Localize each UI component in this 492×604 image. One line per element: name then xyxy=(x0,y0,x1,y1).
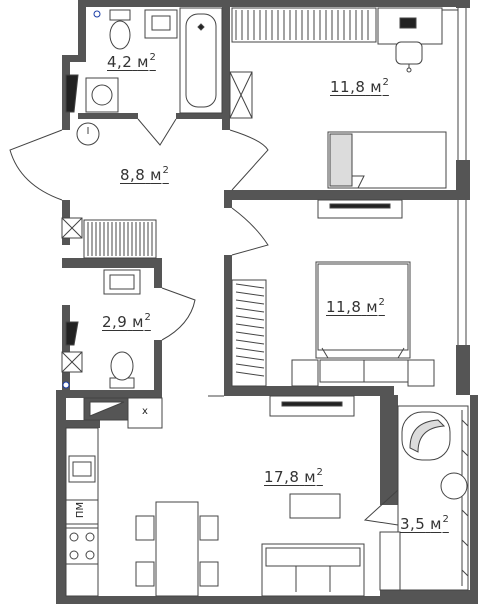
wardrobe-bedroom-mid xyxy=(231,279,267,387)
room-unit-bedroom-middle: м xyxy=(366,298,378,316)
wall-right-top xyxy=(456,0,470,8)
wall-balcony-bottom xyxy=(380,590,478,604)
cooktop xyxy=(65,527,99,565)
wall-wc-right xyxy=(154,258,162,288)
wall-top xyxy=(78,0,470,7)
wall-interior-vert2 xyxy=(224,255,232,395)
room-area-balcony: 3,5 xyxy=(400,515,426,533)
lamp-bedroom-top xyxy=(399,17,417,29)
windows xyxy=(440,8,467,345)
bedroom-top-furniture xyxy=(231,7,447,219)
wall-left-lower xyxy=(56,390,66,604)
wc-fixtures xyxy=(103,269,141,389)
chair-1 xyxy=(135,515,155,541)
dishwasher xyxy=(65,499,99,525)
wall-kitchen-top xyxy=(56,420,100,428)
room-unit-balcony: м xyxy=(430,515,442,533)
room-exp-bedroom-middle: 2 xyxy=(378,297,385,308)
wall-right-balcony xyxy=(470,395,478,604)
room-exp-balcony: 2 xyxy=(442,514,449,525)
wall-bath-bottom-l xyxy=(78,113,138,119)
armchair xyxy=(401,411,451,461)
wall-right-window2 xyxy=(456,345,470,395)
dining-table xyxy=(155,501,199,597)
wall-bedroom-sep xyxy=(224,190,470,200)
door-balcony-swing xyxy=(363,489,399,526)
chair-bedroom-top xyxy=(395,41,423,65)
walls xyxy=(56,0,478,604)
room-exp-hallway: 2 xyxy=(162,165,169,176)
room-area-wc: 2,9 xyxy=(102,313,128,331)
room-label-wc: 2,9 м2 xyxy=(102,313,151,330)
room-area-kitchen-living: 17,8 xyxy=(264,468,300,486)
door-bedroom-top-swing xyxy=(229,129,269,191)
kitchen-box xyxy=(127,397,163,429)
room-label-balcony: 3,5 м2 xyxy=(400,515,449,532)
bedroom-middle-furniture xyxy=(231,261,435,417)
nightstand-right xyxy=(407,359,435,387)
chair-4 xyxy=(199,561,219,587)
room-label-bedroom-middle: 11,8 м2 xyxy=(326,298,385,315)
room-unit-hallway: м xyxy=(150,166,162,184)
room-exp-wc: 2 xyxy=(144,312,151,323)
door-entry-swing xyxy=(9,129,63,201)
balcony-table xyxy=(440,472,468,500)
door-bedroom-mid-swing xyxy=(231,207,269,256)
room-unit-kitchen-living: м xyxy=(304,468,316,486)
wall-wc-bottom xyxy=(62,390,162,398)
coffee-table xyxy=(289,493,341,519)
cabinet-mark-label: x xyxy=(142,406,148,417)
door-bath-swing xyxy=(137,118,177,146)
doors xyxy=(9,118,399,526)
wall-left-bath xyxy=(78,0,86,62)
wall-right-window1 xyxy=(456,160,470,192)
wall-bath-bottom-r xyxy=(176,113,228,119)
wall-bedroom2-bottom xyxy=(224,386,394,396)
dishwasher-label: ПМ xyxy=(75,501,87,519)
wall-left-wc xyxy=(62,305,70,390)
chair-3 xyxy=(199,515,219,541)
tv-stand-top xyxy=(317,199,403,219)
room-area-hallway: 8,8 xyxy=(120,166,146,184)
toilet-bowl-bath xyxy=(109,20,131,50)
room-exp-kitchen-living: 2 xyxy=(316,467,323,478)
room-area-bedroom-middle: 11,8 xyxy=(326,298,362,316)
wall-bottom xyxy=(56,596,396,604)
balcony-furniture xyxy=(379,405,469,591)
room-unit-wc: м xyxy=(132,313,144,331)
room-exp-bedroom-top: 2 xyxy=(382,77,389,88)
wall-bath-step xyxy=(62,55,86,62)
nightstand-left xyxy=(291,359,319,387)
room-label-kitchen-living: 17,8 м2 xyxy=(264,468,323,485)
recesses xyxy=(61,74,83,389)
wall-balcony-left xyxy=(380,395,398,505)
door-wc-swing xyxy=(161,287,196,341)
wardrobe-bedroom-top xyxy=(231,7,377,43)
room-label-hallway: 8,8 м2 xyxy=(120,166,169,183)
wall-bath-right xyxy=(222,0,230,130)
wall-wc-right2 xyxy=(154,340,162,396)
room-label-bathroom: 4,2 м2 xyxy=(107,53,156,70)
kitchen-furniture xyxy=(65,397,365,597)
floor-drain-bath xyxy=(93,10,101,18)
toilet-bowl-wc xyxy=(110,351,134,381)
balcony-bench xyxy=(379,531,401,591)
room-exp-bathroom: 2 xyxy=(149,52,156,63)
room-label-bedroom-top: 11,8 м2 xyxy=(330,78,389,95)
bathroom-fixtures xyxy=(85,7,253,119)
chair-2 xyxy=(135,561,155,587)
room-area-bedroom-top: 11,8 xyxy=(330,78,366,96)
wall-wc-top xyxy=(62,258,162,268)
room-area-bathroom: 4,2 xyxy=(107,53,133,71)
hallway-fixtures xyxy=(76,122,157,259)
room-unit-bathroom: м xyxy=(137,53,149,71)
room-unit-bedroom-top: м xyxy=(370,78,382,96)
toilet-tank-bath xyxy=(109,9,131,21)
